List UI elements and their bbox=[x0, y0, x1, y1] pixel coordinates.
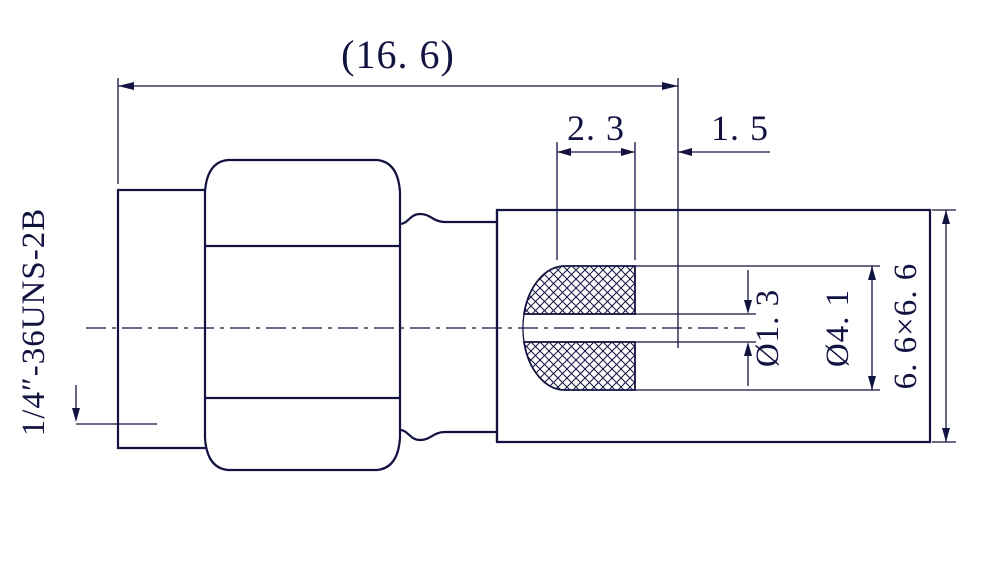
arrow-overall-right bbox=[662, 82, 678, 90]
label-body-square-size: 6. 6×6. 6 bbox=[888, 263, 924, 390]
thread-barrel-outline bbox=[116, 188, 207, 450]
insulator-section bbox=[522, 265, 756, 391]
hex-nut-outline bbox=[203, 158, 402, 472]
arrow-thread-leader bbox=[72, 408, 80, 422]
dimension-labels: (16. 6) 2. 3 1. 5 Ø1. 3 Ø4. 1 6. 6×6. 6 … bbox=[16, 32, 924, 436]
neck-top-edge bbox=[398, 212, 499, 226]
arrow-insulator-dia-bottom bbox=[868, 376, 876, 390]
arrow-pin-setback bbox=[678, 148, 692, 156]
arrow-insulator-dia-top bbox=[868, 266, 876, 280]
arrow-insulator-right bbox=[621, 148, 635, 156]
dimension-lines bbox=[72, 78, 956, 443]
arrow-insulator-left bbox=[557, 148, 571, 156]
insulator-hatch-lower bbox=[522, 341, 636, 391]
arrow-overall-left bbox=[118, 82, 134, 90]
label-thread-spec: 1/4″-36UNS-2B bbox=[16, 208, 52, 436]
neck-bottom-edge bbox=[398, 428, 499, 442]
arrow-pin-dia-top bbox=[744, 300, 752, 314]
label-pin-hole-diameter: Ø1. 3 bbox=[750, 289, 786, 367]
label-overall-length: (16. 6) bbox=[341, 32, 455, 77]
label-insulator-width: 2. 3 bbox=[567, 108, 625, 148]
label-insulator-diameter: Ø4. 1 bbox=[820, 289, 856, 367]
arrow-pin-dia-bottom bbox=[744, 342, 752, 356]
arrow-body-bottom bbox=[942, 428, 950, 442]
body-outline bbox=[495, 208, 932, 444]
label-pin-setback: 1. 5 bbox=[711, 108, 769, 148]
connector-outline bbox=[116, 158, 932, 472]
arrow-body-top bbox=[942, 210, 950, 224]
insulator-hatch-upper bbox=[522, 265, 636, 315]
